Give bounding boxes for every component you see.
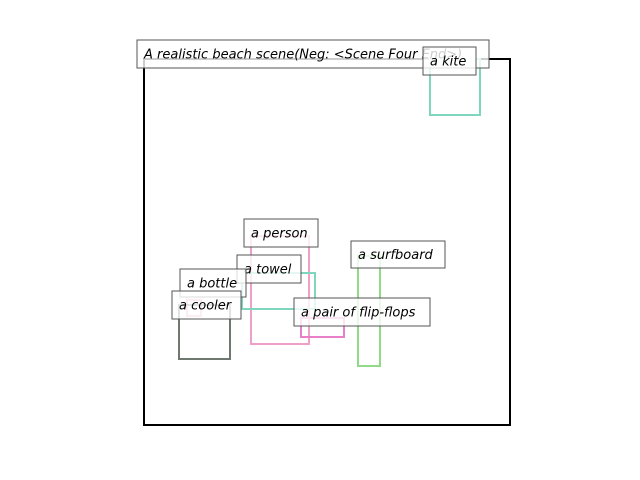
towel-label-text: a towel [244,263,292,278]
cooler-label-text: a cooler [179,299,233,314]
surfboard-label: a surfboard [350,240,446,269]
flip-flops-label-text: a pair of flip-flops [301,306,416,321]
flip-flops-label: a pair of flip-flops [293,297,431,327]
kite-label-text: a kite [430,55,466,70]
cooler-label: a cooler [171,290,242,320]
bottle-label-text: a bottle [187,277,237,292]
person-label-text: a person [251,227,308,242]
kite-label: a kite [422,46,477,76]
towel-label: a towel [236,254,302,284]
title-text: A realistic beach scene(Neg: <Scene Four… [143,48,462,63]
person-label: a person [243,218,319,248]
surfboard-label-text: a surfboard [358,248,434,263]
scene-frame [143,58,511,426]
